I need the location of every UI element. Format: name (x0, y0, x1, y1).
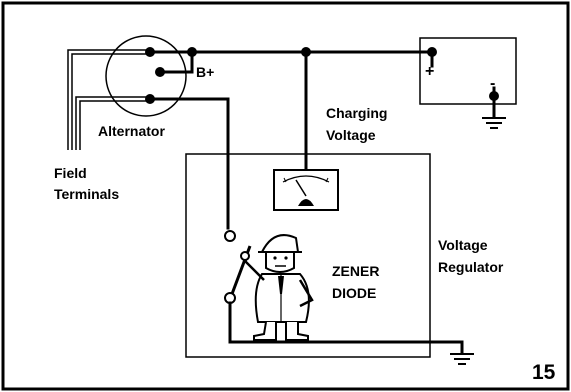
b-plus-label: B+ (196, 64, 214, 80)
voltage-regulator-label-line1: Voltage (438, 237, 488, 253)
alternator-label: Alternator (98, 123, 165, 139)
zener-label-line2: DIODE (332, 285, 376, 301)
voltage-regulator-label-line2: Regulator (438, 259, 504, 275)
charging-voltage-label-line2: Voltage (326, 127, 376, 143)
field-lead-to-switch (148, 97, 230, 230)
battery-ground-icon (482, 117, 506, 129)
battery-negative-lead (489, 86, 499, 118)
voltage-regulator-box (185, 153, 431, 358)
field-terminals-label-line1: Field (54, 165, 87, 181)
battery-plus-label: + (425, 63, 434, 80)
voltmeter-icon (273, 169, 339, 211)
field-terminals-label-line2: Terminals (54, 186, 119, 202)
page-number: 15 (532, 361, 556, 384)
battery-minus-label: - (490, 75, 495, 92)
regulator-ground-icon (450, 353, 474, 365)
alternator-circle (105, 35, 187, 117)
switch-contact-top (224, 230, 236, 242)
zener-label-line1: ZENER (332, 263, 379, 279)
junction-dots (145, 47, 437, 104)
field-terminal-leads (67, 49, 150, 150)
charging-voltage-label-line1: Charging (326, 105, 387, 121)
zener-diode-character-icon (230, 234, 314, 341)
battery-box (419, 37, 517, 105)
regulator-switch (224, 230, 464, 354)
